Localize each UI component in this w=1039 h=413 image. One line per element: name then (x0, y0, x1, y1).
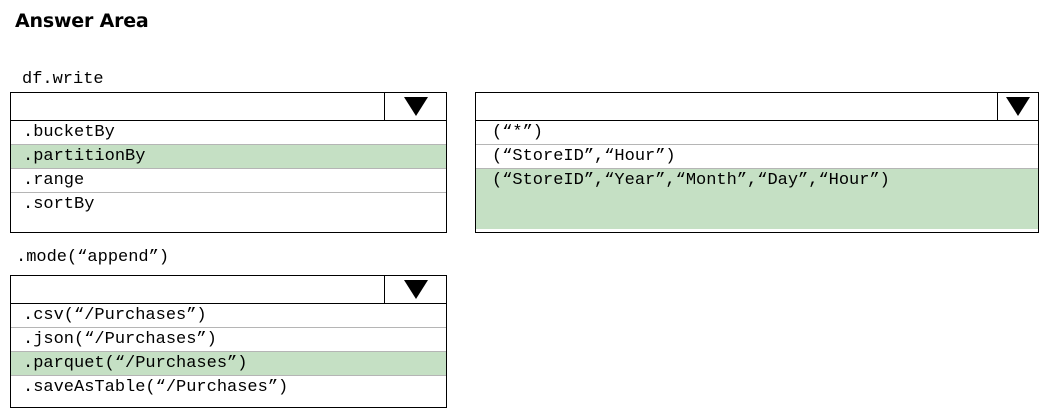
dropdown-header[interactable] (11, 93, 446, 121)
option-saveastable[interactable]: .saveAsTable(“/Purchases”) (23, 378, 289, 397)
code-mode-append: .mode(“append”) (16, 248, 170, 267)
option-storeid-hour[interactable]: (“StoreID”,“Hour”) (476, 145, 1038, 169)
triangle-down-icon (403, 280, 428, 299)
triangle-down-icon (403, 97, 428, 116)
dropdown-toggle[interactable] (997, 93, 1038, 120)
dropdown-output-format[interactable]: .csv(“/Purchases”) .json(“/Purchases”) .… (10, 275, 447, 408)
option-json[interactable]: .json(“/Purchases”) (11, 328, 446, 352)
option-partitionby[interactable]: .partitionBy (11, 145, 446, 169)
dropdown-partition-columns[interactable]: (“*”) (“StoreID”,“Hour”) (“StoreID”,“Yea… (475, 92, 1039, 233)
option-parquet[interactable]: .parquet(“/Purchases”) (11, 352, 446, 376)
dropdown-header[interactable] (11, 276, 446, 304)
option-storeid-year-month-day-hour[interactable]: (“StoreID”,“Year”,“Month”,“Day”,“Hour”) (476, 169, 1038, 229)
option-bucketby[interactable]: .bucketBy (11, 121, 446, 145)
option-csv[interactable]: .csv(“/Purchases”) (11, 304, 446, 328)
dropdown-toggle[interactable] (384, 93, 446, 120)
dropdown-partition-method[interactable]: .bucketBy .partitionBy .range .sortBy (10, 92, 447, 233)
dropdown-toggle[interactable] (384, 276, 446, 303)
triangle-down-icon (1006, 97, 1030, 116)
answer-area-heading: Answer Area (15, 10, 149, 32)
dropdown-header[interactable] (476, 93, 1038, 121)
option-sortby[interactable]: .sortBy (23, 195, 95, 214)
option-all-columns[interactable]: (“*”) (476, 121, 1038, 145)
code-df-write: df.write (22, 70, 104, 89)
option-range[interactable]: .range (11, 169, 446, 193)
